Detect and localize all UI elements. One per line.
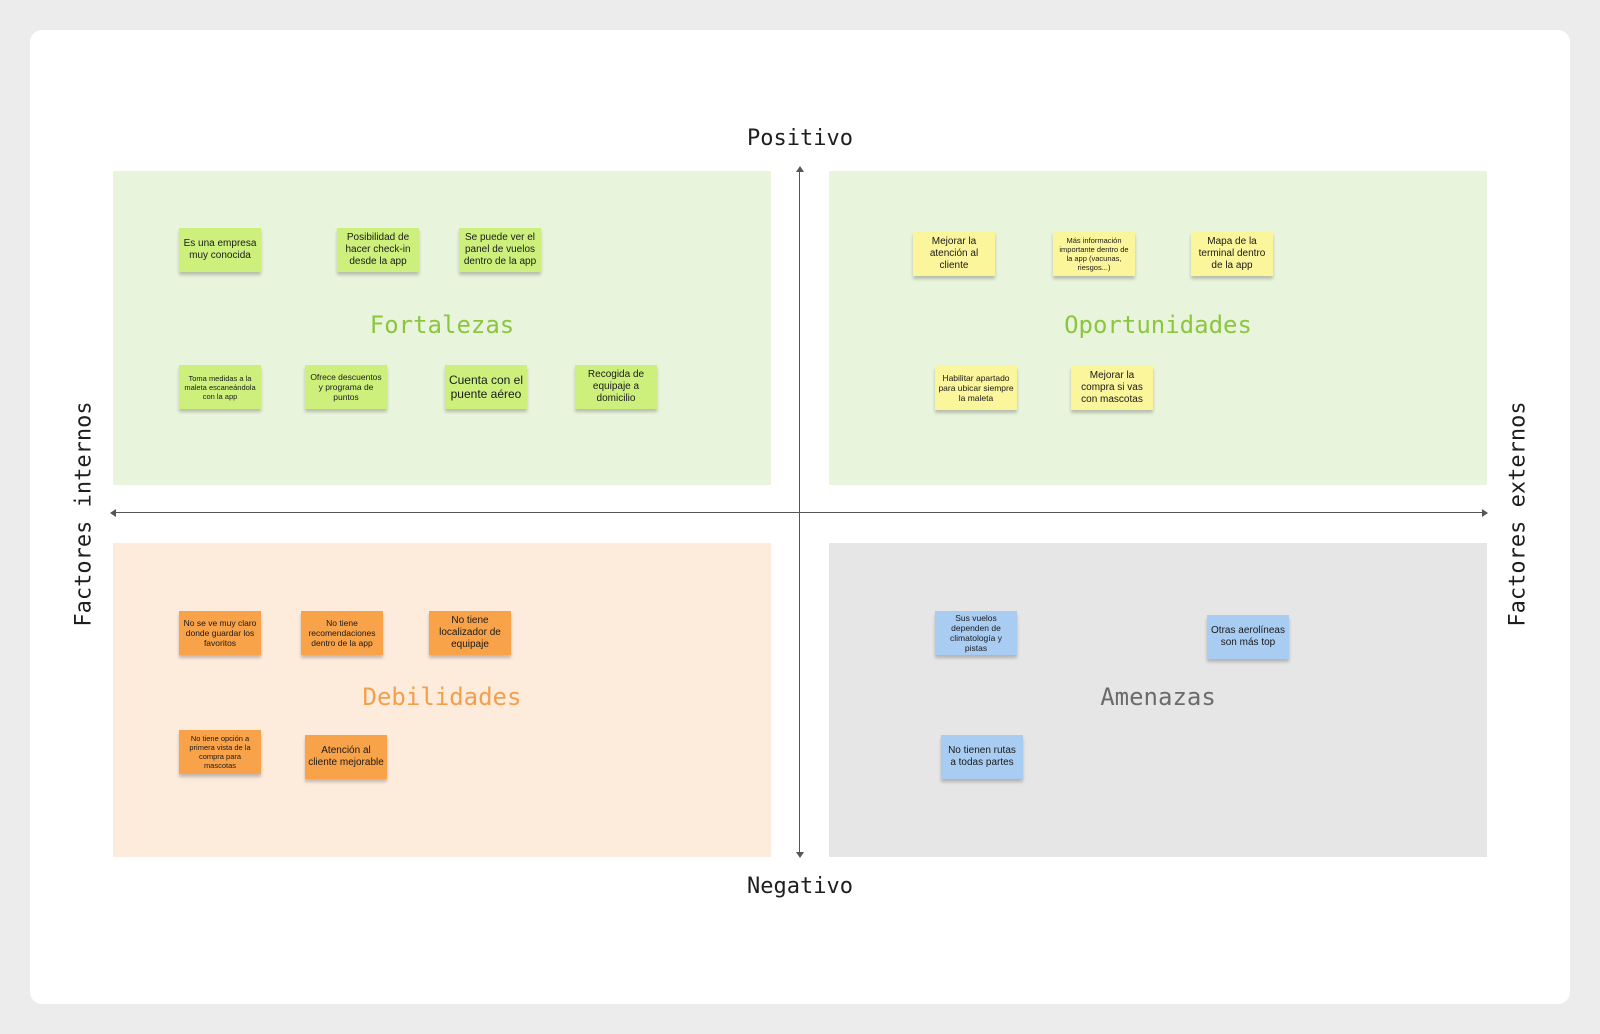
sticky-note[interactable]: Cuenta con el puente aéreo [445, 365, 527, 409]
arrow-down-icon [796, 852, 804, 858]
arrow-left-icon [110, 509, 116, 517]
quadrant-oportunidades: Oportunidades Mejorar la atención al cli… [829, 171, 1487, 485]
axis-label-factores-externos: Factores externos [1505, 401, 1531, 627]
quadrant-title-amenazas: Amenazas [1100, 683, 1216, 711]
sticky-note[interactable]: Posibilidad de hacer check-in desde la a… [337, 228, 419, 272]
quadrant-title-fortalezas: Fortalezas [369, 311, 515, 339]
sticky-note[interactable]: No se ve muy claro donde guardar los fav… [179, 611, 261, 655]
sticky-note[interactable]: Mejorar la atención al cliente [913, 232, 995, 276]
arrow-up-icon [796, 166, 804, 172]
quadrant-fortalezas: Fortalezas Es una empresa muy conocida P… [113, 171, 771, 485]
sticky-note[interactable]: Se puede ver el panel de vuelos dentro d… [459, 228, 541, 272]
sticky-note[interactable]: No tiene recomendaciones dentro de la ap… [301, 611, 383, 655]
sticky-note[interactable]: No tiene localizador de equipaje [429, 611, 511, 655]
sticky-note[interactable]: Atención al cliente mejorable [305, 735, 387, 779]
sticky-note[interactable]: Ofrece descuentos y programa de puntos [305, 365, 387, 409]
sticky-note[interactable]: No tienen rutas a todas partes [941, 735, 1023, 779]
arrow-right-icon [1482, 509, 1488, 517]
axis-label-negativo: Negativo [747, 874, 853, 899]
sticky-note[interactable]: Más información importante dentro de la … [1053, 232, 1135, 276]
sticky-note[interactable]: Toma medidas a la maleta escaneándola co… [179, 365, 261, 409]
quadrant-title-debilidades: Debilidades [362, 683, 522, 711]
sticky-note[interactable]: Es una empresa muy conocida [179, 228, 261, 272]
quadrant-amenazas: Amenazas Sus vuelos dependen de climatol… [829, 543, 1487, 857]
quadrant-title-oportunidades: Oportunidades [1064, 311, 1252, 339]
vertical-axis-line [799, 168, 800, 856]
sticky-note[interactable]: Mapa de la terminal dentro de la app [1191, 232, 1273, 276]
sticky-note[interactable]: Sus vuelos dependen de climatología y pi… [935, 611, 1017, 655]
sticky-note[interactable]: Recogida de equipaje a domicilio [575, 365, 657, 409]
sticky-note[interactable]: No tiene opción a primera vista de la co… [179, 730, 261, 774]
sticky-note[interactable]: Habilitar apartado para ubicar siempre l… [935, 366, 1017, 410]
sticky-note[interactable]: Mejorar la compra si vas con mascotas [1071, 366, 1153, 410]
quadrant-debilidades: Debilidades No se ve muy claro donde gua… [113, 543, 771, 857]
sticky-note[interactable]: Otras aerolíneas son más top [1207, 615, 1289, 659]
axis-label-factores-internos: Factores internos [71, 401, 97, 627]
axis-label-positivo: Positivo [747, 126, 853, 151]
